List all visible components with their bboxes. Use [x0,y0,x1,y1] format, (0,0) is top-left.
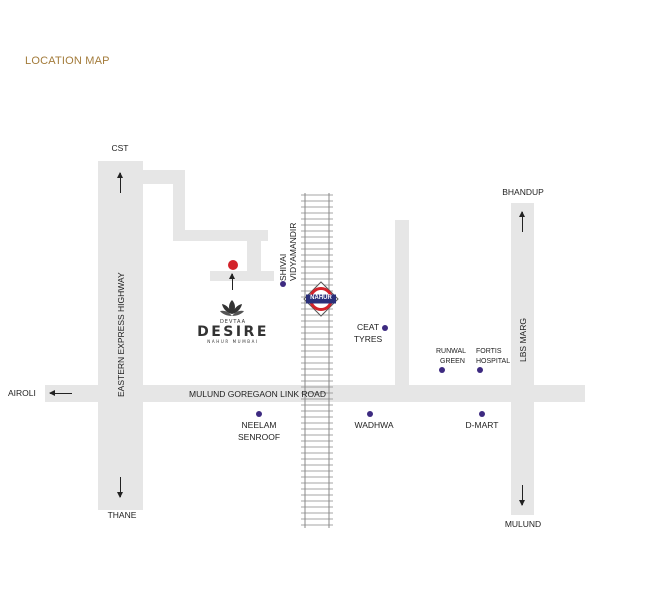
access-road-mid [173,230,268,241]
ceat-tyres-marker-icon [382,325,388,331]
railway-track [301,193,333,528]
project-logo: DEVTAA DESIRE NAHUR MUMBAI [186,319,280,344]
arrow-down-icon [519,485,525,506]
runwal-green-label-line2: GREEN [440,358,465,365]
arrow-up-icon [519,211,525,232]
logo-brand-sub: NAHUR MUMBAI [207,339,259,344]
local-road-north [395,220,409,388]
direction-bhandup: BHANDUP [502,187,544,197]
shivai-vidyamandir-marker-icon [280,281,286,287]
neelam-senroof-label-line1: NEELAM [241,420,277,430]
neelam-senroof-marker-icon [256,411,262,417]
fortis-hospital-label-line1: FORTIS [476,348,502,355]
direction-airoli: AIROLI [8,388,36,398]
lbs-marg-road [511,203,534,515]
wadhwa-marker-icon [367,411,373,417]
access-road-site [210,271,274,281]
arrow-down-icon [117,477,123,498]
fortis-hospital-marker-icon [477,367,483,373]
mulund-goregaon-link-road [45,385,585,402]
station-name-label: NAHUR [310,295,332,301]
eastern-express-highway-road [98,161,143,510]
d-mart-label: D-MART [465,420,499,430]
ceat-tyres-label-line1: CEAT [356,322,380,332]
arrow-up-icon [117,172,123,193]
direction-mulund: MULUND [504,519,542,529]
link-road-label: MULUND GOREGAON LINK ROAD [189,389,326,399]
project-site-marker-icon [228,260,238,270]
direction-cst: CST [111,143,129,153]
fortis-hospital-label-line2: HOSPITAL [476,358,511,365]
ceat-tyres-label-line2: TYRES [353,334,383,344]
runwal-green-label-line1: RUNWAL [436,348,467,355]
wadhwa-label: WADHWA [354,420,394,430]
metro-station-icon [303,281,339,317]
eastern-express-highway-label: EASTERN EXPRESS HIGHWAY [116,272,126,397]
access-road-vertical [173,170,185,241]
d-mart-marker-icon [479,411,485,417]
logo-brand-name: DESIRE [197,324,269,340]
direction-thane: THANE [107,510,137,520]
runwal-green-marker-icon [439,367,445,373]
access-road-stub [247,230,261,280]
shivai-vidyamandir-label: SHIVAI VIDYAMANDIR [278,222,298,281]
lotus-logo-icon [220,300,244,316]
neelam-senroof-label-line2: SENROOF [237,432,281,442]
map-title: LOCATION MAP [25,55,110,67]
arrow-up-icon [229,273,235,290]
logo-brand-top: DEVTAA [219,319,247,325]
arrow-left-icon [49,390,72,396]
lbs-marg-label: LBS MARG [518,318,528,362]
